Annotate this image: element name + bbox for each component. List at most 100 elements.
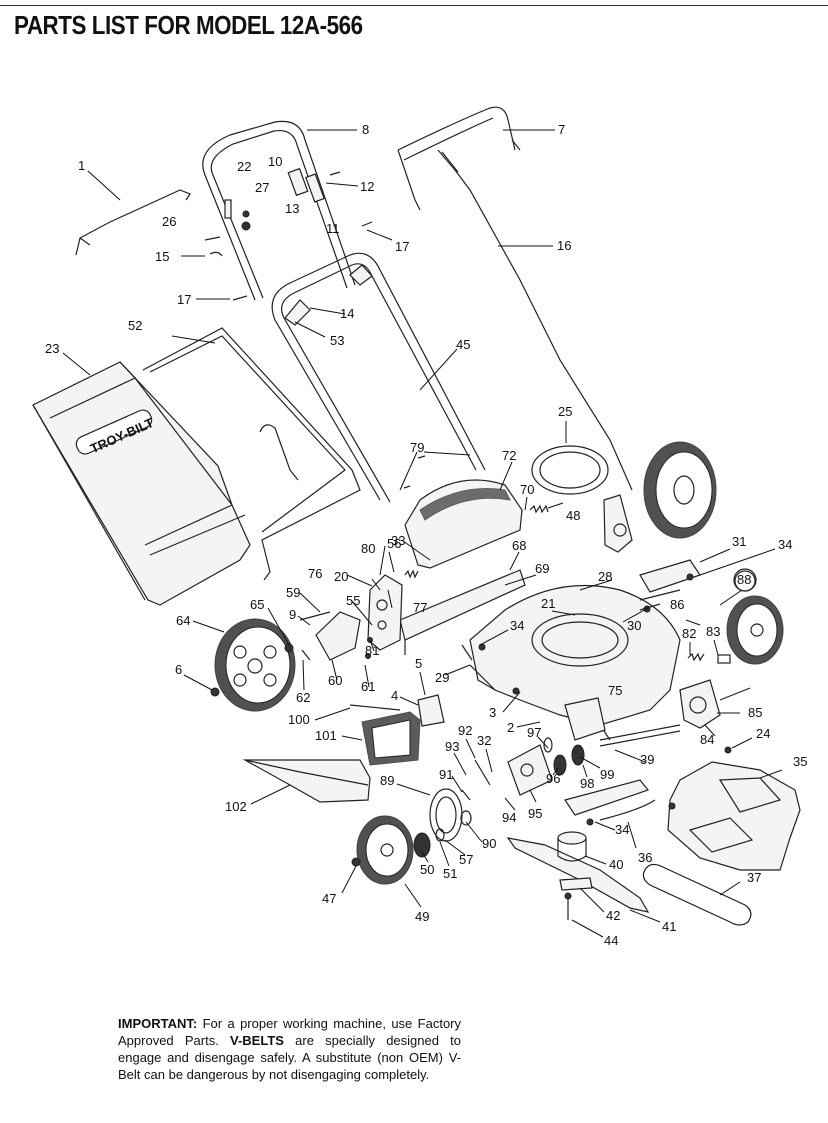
callout-94: 94 (502, 810, 516, 825)
part-39-axle (599, 724, 681, 747)
callout-42: 42 (606, 908, 620, 923)
part-77-spring (404, 569, 419, 579)
callout-69: 69 (535, 561, 549, 576)
top-rule (0, 5, 828, 6)
callout-88: 88 (737, 572, 751, 587)
callout-76: 76 (308, 566, 322, 581)
callout-56: 56 (387, 536, 401, 551)
callout-39: 39 (640, 752, 654, 767)
callout-10: 10 (268, 154, 282, 169)
callout-93: 93 (445, 739, 459, 754)
small-hardware (365, 455, 732, 826)
callout-90: 90 (482, 836, 496, 851)
callout-44: 44 (604, 933, 618, 948)
callout-70: 70 (520, 482, 534, 497)
callout-49: 49 (415, 909, 429, 924)
callout-68: 68 (512, 538, 526, 553)
callout-98: 98 (580, 776, 594, 791)
part-84-85-transmission (679, 679, 751, 729)
callout-45: 45 (456, 337, 470, 352)
callout-3: 3 (489, 705, 496, 720)
part-37-belt (642, 863, 752, 926)
part-1-control-rod (75, 189, 191, 256)
callout-5: 5 (415, 656, 422, 671)
callout-86: 86 (670, 597, 684, 612)
part-45-lower-handle (271, 252, 486, 503)
callout-21: 21 (541, 596, 555, 611)
part-8-upper-handle (202, 120, 356, 301)
callout-32: 32 (477, 733, 491, 748)
part-4-5-latch (417, 694, 445, 727)
callout-labels: 8 1 7 22 10 27 12 13 26 11 16 17 15 17 1… (45, 122, 807, 948)
callout-29: 29 (435, 670, 449, 685)
callout-50: 50 (420, 862, 434, 877)
part-25-ring (531, 445, 609, 495)
callout-79: 79 (410, 440, 424, 455)
callout-4: 4 (391, 688, 398, 703)
callout-36: 36 (638, 850, 652, 865)
callout-88-circle (733, 568, 757, 592)
part-47-nut (351, 857, 361, 867)
callout-15: 15 (155, 249, 169, 264)
callout-23: 23 (45, 341, 59, 356)
callout-12: 12 (360, 179, 374, 194)
callout-59: 59 (286, 585, 300, 600)
callout-1: 1 (78, 158, 85, 173)
callout-40: 40 (609, 857, 623, 872)
callout-13: 13 (285, 201, 299, 216)
callout-89: 89 (380, 773, 394, 788)
part-60-bracket (284, 611, 361, 661)
callout-35: 35 (793, 754, 807, 769)
callout-47: 47 (322, 891, 336, 906)
callout-91: 91 (439, 767, 453, 782)
part-101-hinge-plate (349, 704, 421, 766)
part-49-front-wheel (356, 815, 414, 885)
callout-31: 31 (732, 534, 746, 549)
callout-82: 82 (682, 626, 696, 641)
part-50-51-57-gear (413, 828, 445, 858)
callout-72: 72 (502, 448, 516, 463)
notice-text-1: For a proper working machine, use Factor… (118, 1016, 461, 1048)
callout-65: 65 (250, 597, 264, 612)
part-rear-right-bracket (603, 494, 633, 553)
callout-97: 97 (527, 725, 541, 740)
callout-101: 101 (315, 728, 337, 743)
callout-53: 53 (330, 333, 344, 348)
part-36-bracket (564, 779, 656, 821)
callout-28: 28 (598, 569, 612, 584)
callout-75: 75 (608, 683, 622, 698)
callout-2: 2 (507, 720, 514, 735)
callout-27: 27 (255, 180, 269, 195)
part-41-blade (506, 837, 650, 913)
part-75-mower-deck (469, 584, 681, 741)
callout-34a: 34 (778, 537, 792, 552)
callout-24: 24 (756, 726, 770, 741)
callout-48: 48 (566, 508, 580, 523)
callout-64: 64 (176, 613, 190, 628)
part-7-control-bail (397, 106, 521, 211)
callout-100: 100 (288, 712, 310, 727)
part-23-grass-bag: TROY-BILT (32, 361, 251, 606)
callout-99: 99 (600, 767, 614, 782)
part-40-blade-adapter (557, 831, 587, 862)
callout-51: 51 (443, 866, 457, 881)
part-35-belt-cover (667, 761, 801, 871)
leader-lines (62, 129, 783, 938)
callout-30: 30 (627, 618, 641, 633)
callout-17b: 17 (177, 292, 191, 307)
callout-81: 81 (365, 643, 379, 658)
part-42-44-blade-bolt (559, 877, 593, 920)
callout-17a: 17 (395, 239, 409, 254)
callout-7: 7 (558, 122, 565, 137)
callout-37: 37 (747, 870, 761, 885)
part-68-69-baffle (399, 569, 526, 655)
callout-57: 57 (459, 852, 473, 867)
callout-52: 52 (128, 318, 142, 333)
callout-62: 62 (296, 690, 310, 705)
callout-61: 61 (361, 679, 375, 694)
callout-85: 85 (748, 705, 762, 720)
callout-34b: 34 (510, 618, 524, 633)
notice-text-2: are specially designed to engage and dis… (118, 1033, 462, 1082)
callout-22: 22 (237, 159, 251, 174)
page-title: PARTS LIST FOR MODEL 12A-566 (14, 10, 363, 40)
